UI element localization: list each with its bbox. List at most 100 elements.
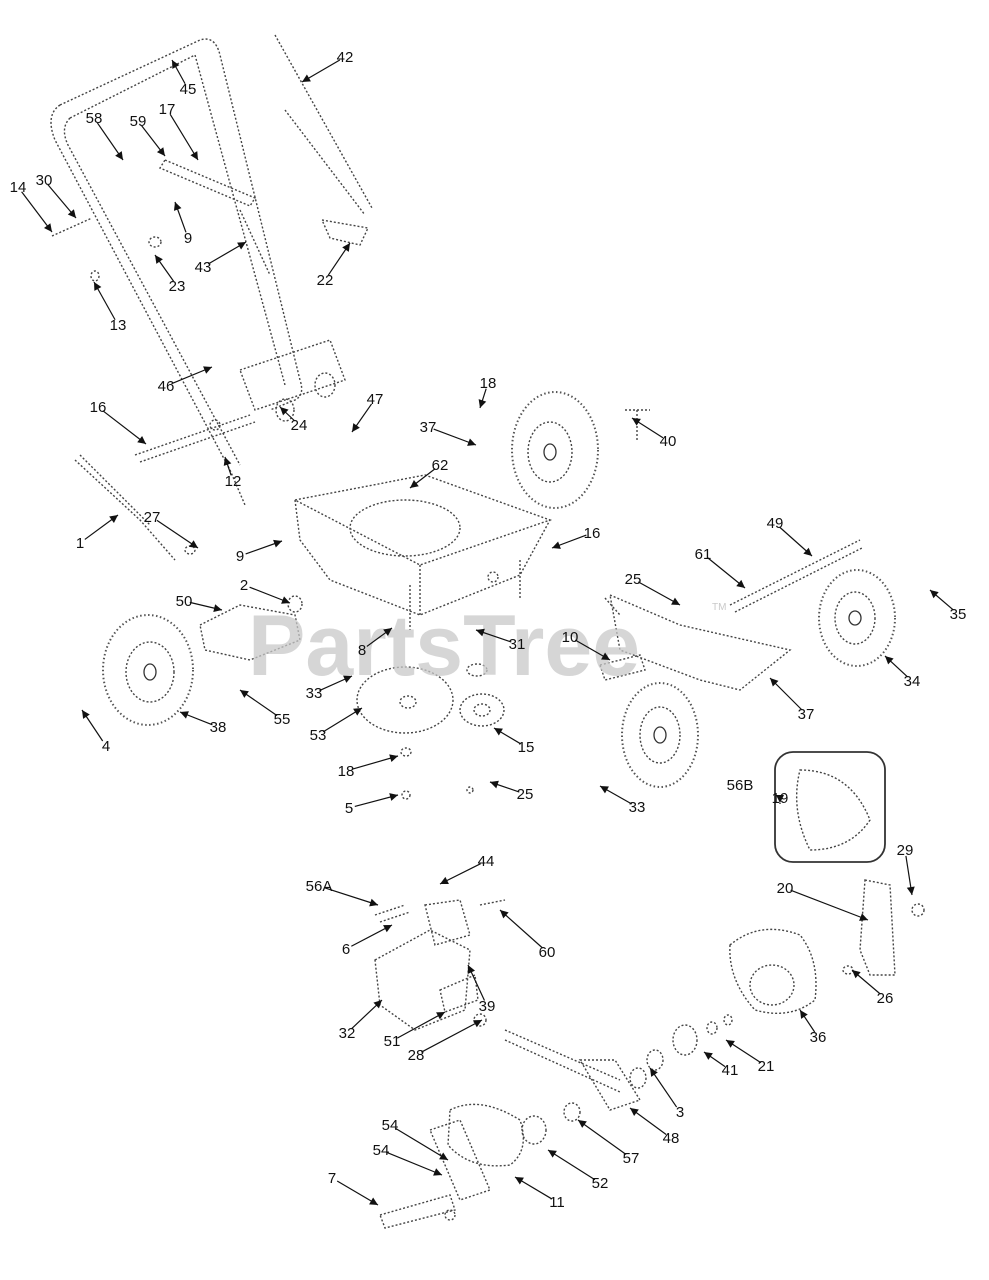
callout-arrow	[547, 1149, 596, 1181]
part-number-label: 53	[310, 727, 327, 744]
part-number-label: 42	[337, 49, 354, 66]
callout-arrowhead	[213, 604, 222, 613]
callout-arrowhead	[601, 652, 610, 660]
axles-and-brackets	[199, 409, 863, 691]
callout-arrowhead	[109, 515, 118, 523]
part-number-label: 28	[408, 1047, 425, 1064]
callout-arrowhead	[803, 547, 812, 556]
part-number-label: 34	[904, 673, 921, 690]
rear-right-wheel	[511, 391, 599, 509]
blade-adapter	[356, 663, 505, 800]
cover-plate-56a	[842, 879, 925, 976]
part-number-label: 40	[660, 433, 677, 450]
part-number-label: 16	[584, 525, 601, 542]
callout-arrowhead	[369, 1197, 378, 1205]
callout-arrow	[394, 1127, 449, 1161]
part-number-label: 58	[86, 110, 103, 127]
callout-arrowhead	[156, 147, 165, 156]
part-number-label: 23	[169, 278, 186, 295]
mower-deck	[292, 474, 553, 630]
part-number-label: 9	[236, 548, 244, 565]
callout-arrowhead	[467, 965, 475, 974]
watermark-trademark: TM	[712, 602, 726, 613]
part-number-label: 36	[810, 1029, 827, 1046]
part-number-label: 43	[195, 259, 212, 276]
callout-arrowhead	[410, 479, 419, 488]
callout-arrowhead	[632, 418, 641, 426]
part-number-label: 18	[338, 763, 355, 780]
part-number-label: 44	[478, 853, 495, 870]
part-number-label: 47	[367, 391, 384, 408]
callout-arrow	[421, 1019, 483, 1053]
callout-arrowhead	[885, 656, 894, 665]
callout-arrowhead	[859, 913, 868, 921]
callout-arrow	[386, 1151, 443, 1176]
part-number-label: 21	[758, 1058, 775, 1075]
callout-arrow	[21, 191, 53, 233]
part-number-label: 19	[772, 790, 789, 807]
part-number-label: 30	[36, 172, 53, 189]
part-number-label: 12	[225, 473, 242, 490]
part-number-label: 5	[345, 800, 353, 817]
part-number-label: 33	[306, 685, 323, 702]
callout-arrowhead	[776, 795, 784, 803]
callout-arrowhead	[67, 209, 76, 218]
callout-arrow	[396, 1011, 446, 1039]
part-number-label: 2	[240, 577, 248, 594]
part-number-label: 3	[676, 1104, 684, 1121]
callout-arrowhead	[203, 366, 212, 374]
callout-arrowhead	[352, 423, 360, 432]
callout-arrowhead	[494, 728, 503, 736]
callout-arrowhead	[342, 243, 350, 252]
callout-arrowhead	[94, 282, 102, 291]
callout-arrowhead	[343, 675, 352, 683]
part-number-label: 25	[625, 571, 642, 588]
callout-arrow	[790, 889, 869, 921]
callout-arrowhead	[43, 223, 52, 232]
part-number-label: 62	[432, 457, 449, 474]
part-number-label: 57	[623, 1150, 640, 1167]
part-number-label: 35	[950, 606, 967, 623]
callout-arrowhead	[237, 242, 246, 250]
part-number-label: 27	[144, 509, 161, 526]
callout-arrowhead	[852, 970, 861, 979]
part-number-label: 1	[76, 535, 84, 552]
callout-arrowhead	[189, 540, 198, 548]
callout-arrowhead	[281, 596, 290, 604]
callout-arrowhead	[671, 597, 680, 605]
callout-arrowhead	[173, 202, 182, 211]
part-number-label: 33	[629, 799, 646, 816]
callout-arrow	[102, 410, 147, 445]
callout-arrow	[156, 519, 199, 549]
callout-arrowhead	[650, 1068, 658, 1077]
part-number-label: 9	[184, 230, 192, 247]
callout-arrowhead	[548, 1150, 557, 1158]
callout-arrowhead	[439, 1152, 448, 1160]
part-number-label: 52	[592, 1175, 609, 1192]
part-number-label: 54	[373, 1142, 390, 1159]
callout-arrowhead	[930, 590, 939, 599]
callout-arrowhead	[476, 628, 485, 637]
callout-arrowhead	[515, 1177, 524, 1185]
rear-left-wheel	[102, 614, 194, 726]
callout-arrow	[577, 1119, 627, 1155]
part-number-label: 45	[180, 81, 197, 98]
callout-arrowhead	[440, 876, 449, 884]
blade-inset-56b	[774, 751, 886, 863]
callout-arrow	[169, 113, 199, 161]
part-number-label: 38	[210, 719, 227, 736]
part-number-label: 50	[176, 593, 193, 610]
part-number-label: 11	[549, 1194, 565, 1211]
callout-arrowhead	[726, 1040, 735, 1048]
part-number-label: 48	[663, 1130, 680, 1147]
part-number-label: 37	[420, 419, 437, 436]
watermark: PartsTree	[248, 598, 640, 694]
callout-arrowhead	[552, 541, 561, 549]
part-number-label: 56A	[306, 878, 333, 895]
part-number-label: 60	[539, 944, 556, 961]
part-number-label: 46	[158, 378, 175, 395]
callout-arrowhead	[800, 1010, 808, 1019]
part-number-label: 18	[480, 375, 497, 392]
front-right-wheel	[818, 569, 896, 667]
